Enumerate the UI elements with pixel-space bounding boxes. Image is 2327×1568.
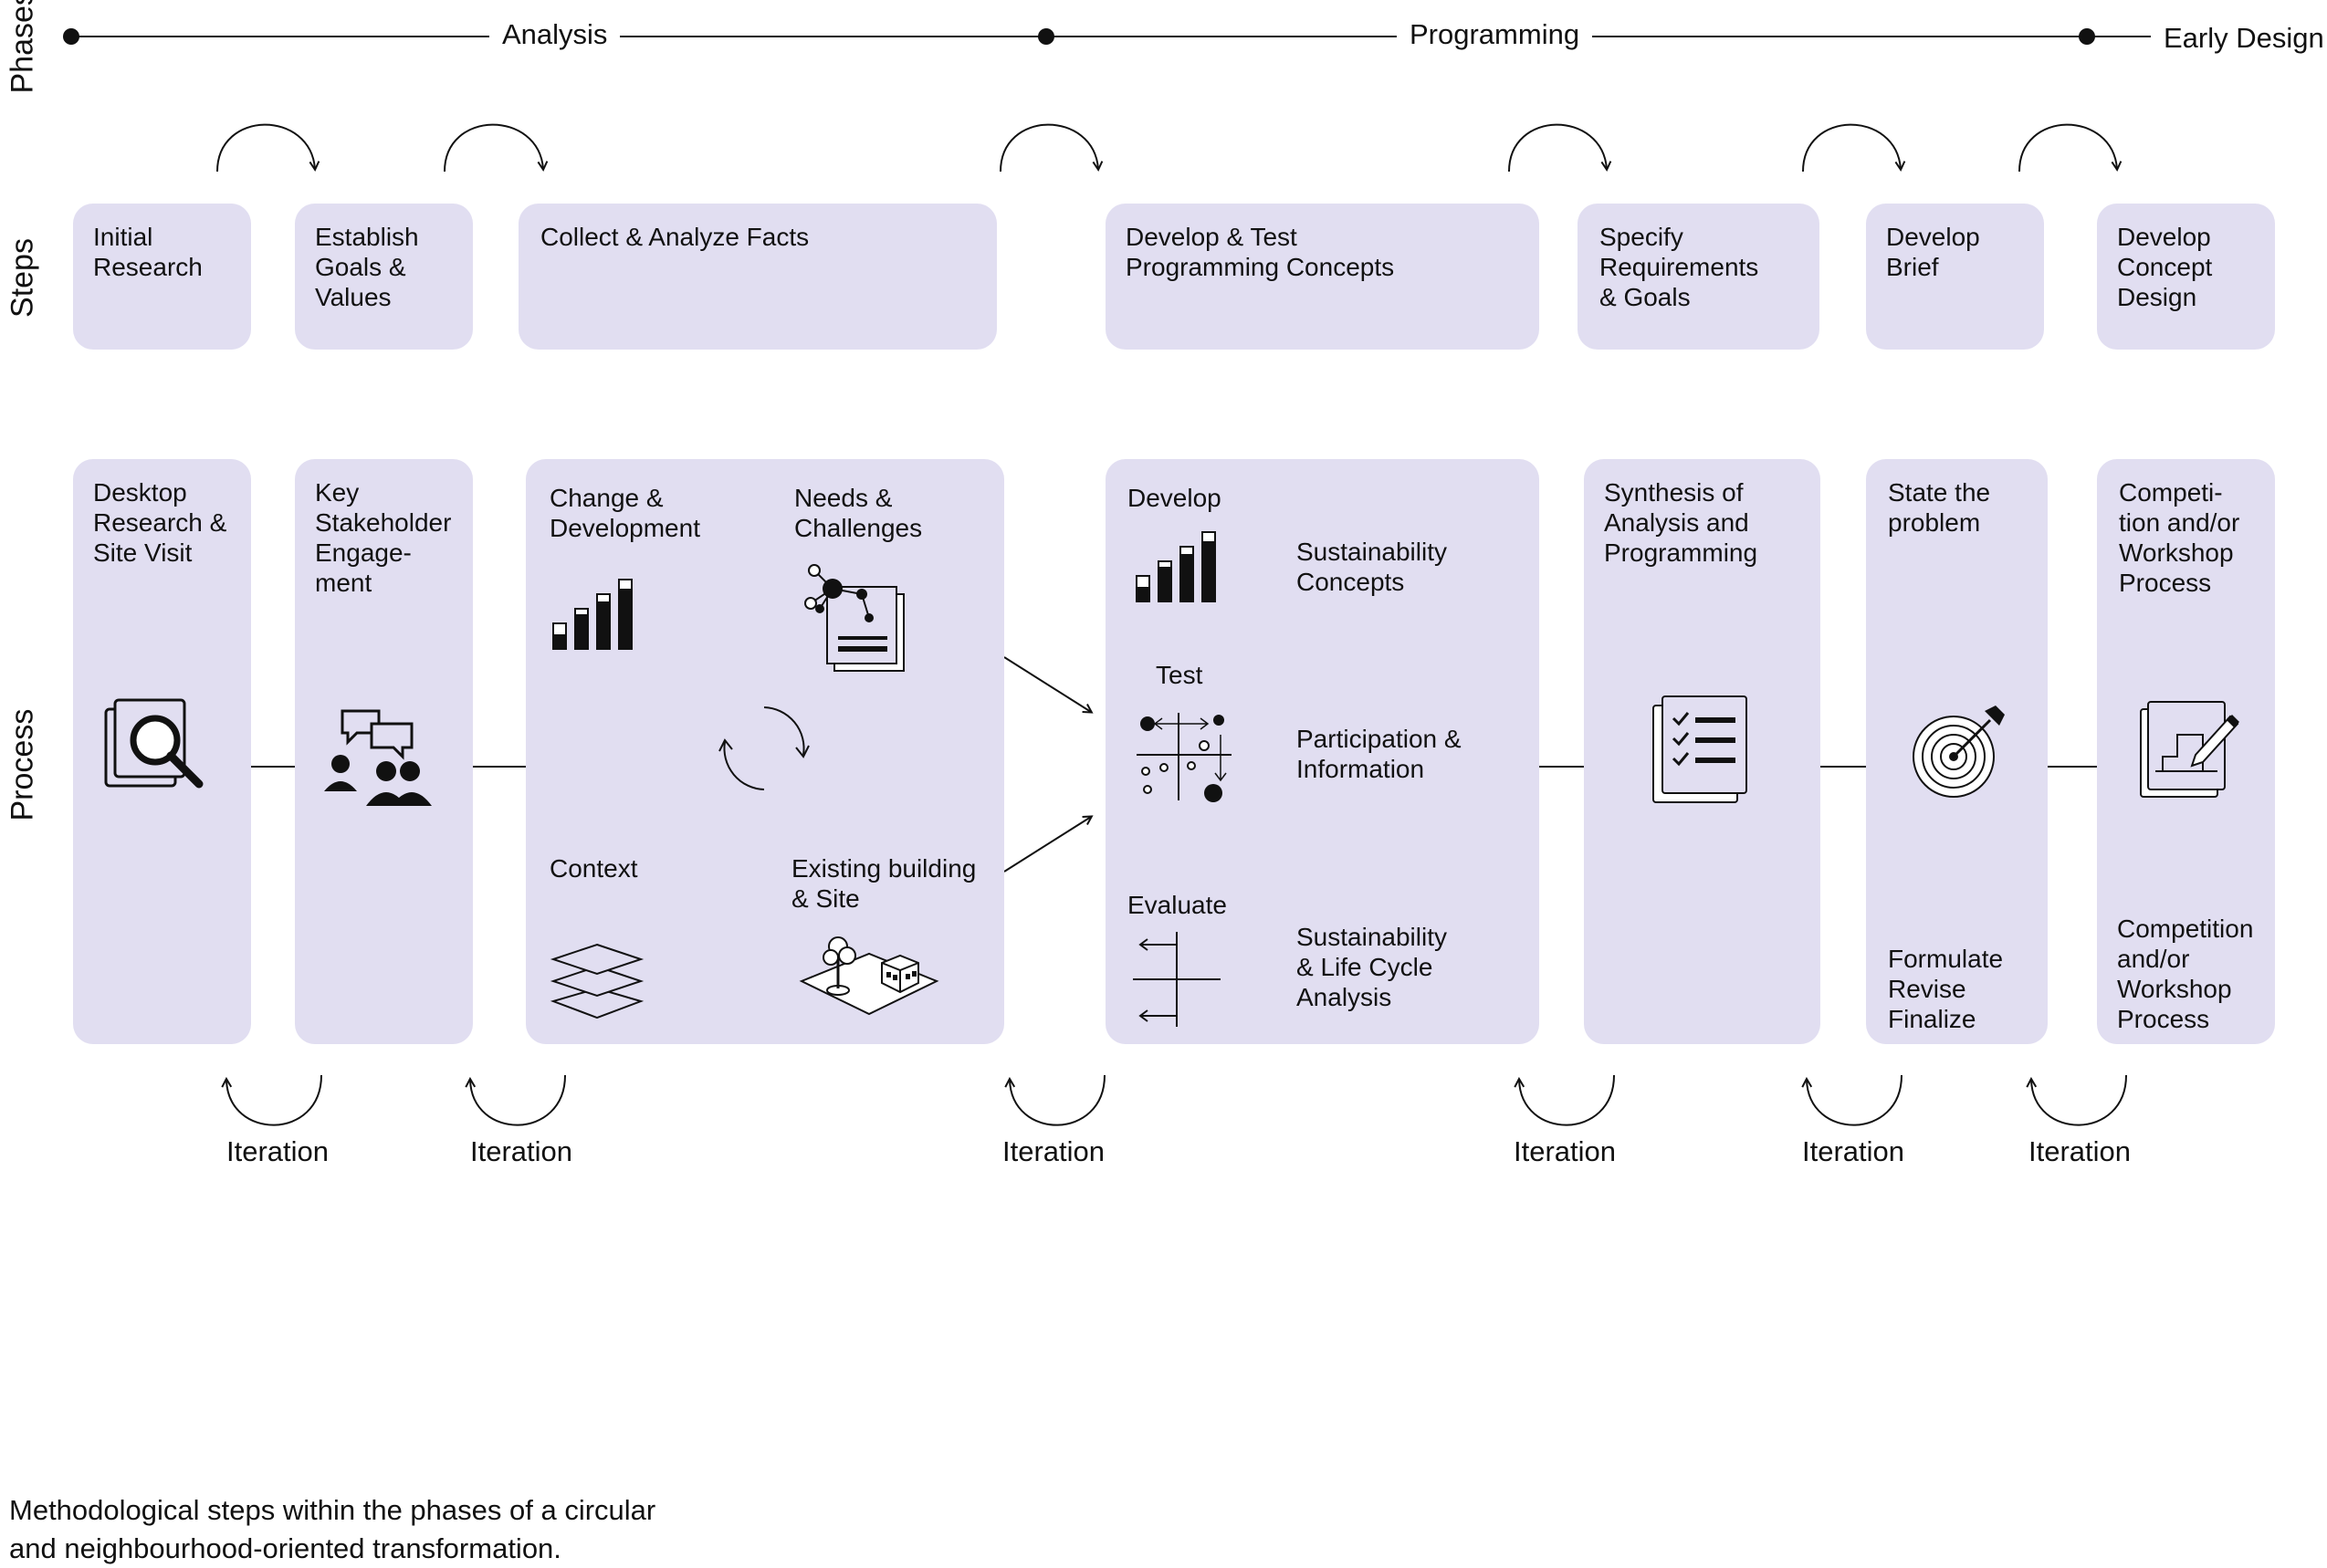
forward-arc-3 <box>1000 123 1098 172</box>
step-establish-goals: Establish Goals & Values <box>295 204 473 350</box>
forward-arc-5 <box>1802 123 1901 172</box>
process-label-existing: Existing building & Site <box>791 854 977 913</box>
process-stakeholder-engagement: Key Stakeholder Engage- ment <box>295 459 473 1044</box>
iteration-arc-1 <box>226 1074 322 1126</box>
step-develop-brief: Develop Brief <box>1866 204 2044 350</box>
process-label: Synthesis of Analysis and Programming <box>1604 478 1758 567</box>
step-develop-test: Develop & Test Programming Concepts <box>1106 204 1539 350</box>
iteration-arc-6 <box>2031 1074 2127 1126</box>
process-label-lifecycle: Sustainability & Life Cycle Analysis <box>1296 923 1447 1011</box>
checklist-icon <box>1652 695 1747 803</box>
iteration-label-2: Iteration <box>470 1135 573 1167</box>
phase-label-programming: Programming <box>1397 18 1593 51</box>
scatter-test-icon <box>1137 713 1232 802</box>
process-label-state: State the problem <box>1888 478 1991 537</box>
process-concept-design: Competi- tion and/or Workshop Process Co… <box>2097 459 2275 1044</box>
iteration-label-5: Iteration <box>1802 1135 1905 1167</box>
side-label-phases: Phases <box>5 0 40 94</box>
process-label-sustainability-concepts: Sustainability Concepts <box>1296 538 1447 596</box>
forward-arc-2 <box>444 123 543 172</box>
iteration-arc-2 <box>470 1074 566 1126</box>
iteration-label-3: Iteration <box>1002 1135 1106 1167</box>
phase-label-early-design: Early Design <box>2151 22 2324 55</box>
process-label-needs: Needs & Challenges <box>794 484 923 542</box>
process-label-context: Context <box>550 854 638 883</box>
iteration-arc-4 <box>1519 1074 1615 1126</box>
layers-icon <box>550 943 645 1019</box>
forward-arc-1 <box>216 123 315 172</box>
iteration-arc-5 <box>1807 1074 1902 1126</box>
process-arrow-upper <box>1003 656 1091 712</box>
process-label-develop: Develop <box>1127 484 1221 512</box>
step-label: Develop Concept Design <box>2117 223 2213 311</box>
network-document-icon <box>804 564 905 672</box>
process-develop-test-evaluate: Develop Sustainability Concepts Test Par… <box>1106 459 1539 1044</box>
process-label-participation: Participation & Information <box>1296 725 1462 783</box>
phase-dot-3 <box>2079 28 2095 45</box>
step-label: Initial Research <box>93 223 203 281</box>
step-label: Specify Requirements & Goals <box>1599 223 1759 311</box>
step-label: Develop Brief <box>1886 223 1980 281</box>
iteration-label-4: Iteration <box>1514 1135 1617 1167</box>
phase-dot-2 <box>1038 28 1054 45</box>
process-label-bottom: Competition and/or Workshop Process <box>2117 915 2254 1033</box>
iteration-arc-3 <box>1010 1074 1106 1126</box>
process-label-formulate: Formulate Revise Finalize <box>1888 945 2004 1033</box>
step-specify-requirements: Specify Requirements & Goals <box>1578 204 1819 350</box>
phase-label-analysis: Analysis <box>489 18 621 51</box>
step-label: Establish Goals & Values <box>315 223 419 311</box>
bar-chart-icon <box>552 579 633 650</box>
process-label-change: Change & Development <box>550 484 700 542</box>
people-chat-icon <box>324 709 432 806</box>
forward-arc-6 <box>2018 123 2117 172</box>
step-develop-concept: Develop Concept Design <box>2097 204 2275 350</box>
iteration-label-6: Iteration <box>2028 1135 2132 1167</box>
figure-caption: Methodological steps within the phases o… <box>9 1494 656 1564</box>
step-collect-analyze: Collect & Analyze Facts <box>519 204 997 350</box>
process-brief: State the problem Formulate Revise Final… <box>1866 459 2048 1044</box>
iteration-label-1: Iteration <box>226 1135 330 1167</box>
process-label: Key Stakeholder Engage- ment <box>315 478 452 597</box>
process-synthesis: Synthesis of Analysis and Programming <box>1584 459 1820 1044</box>
refresh-cycle-icon <box>718 706 810 790</box>
process-collect-facts: Change & Development Needs & Challenges … <box>526 459 1004 1044</box>
forward-arc-4 <box>1508 123 1607 172</box>
process-label-evaluate: Evaluate <box>1127 891 1227 919</box>
magnifier-icon <box>104 698 204 789</box>
phase-dot-1 <box>63 28 79 45</box>
process-label-test: Test <box>1156 661 1203 689</box>
evaluate-arrows-icon <box>1133 932 1221 1027</box>
process-desktop-research: Desktop Research & Site Visit <box>73 459 251 1044</box>
process-label: Desktop Research & Site Visit <box>93 478 227 567</box>
process-arrow-lower <box>1003 817 1091 873</box>
design-drawing-icon <box>2140 701 2239 798</box>
step-label: Develop & Test Programming Concepts <box>1126 223 1395 281</box>
step-initial-research: Initial Research <box>73 204 251 350</box>
side-label-process: Process <box>5 708 40 821</box>
building-site-icon <box>799 936 939 1016</box>
side-label-steps: Steps <box>5 238 40 318</box>
step-label: Collect & Analyze Facts <box>540 223 810 251</box>
target-icon <box>1913 706 2005 798</box>
bar-chart-icon <box>1136 531 1216 602</box>
process-label-top: Competi- tion and/or Workshop Process <box>2119 478 2240 597</box>
